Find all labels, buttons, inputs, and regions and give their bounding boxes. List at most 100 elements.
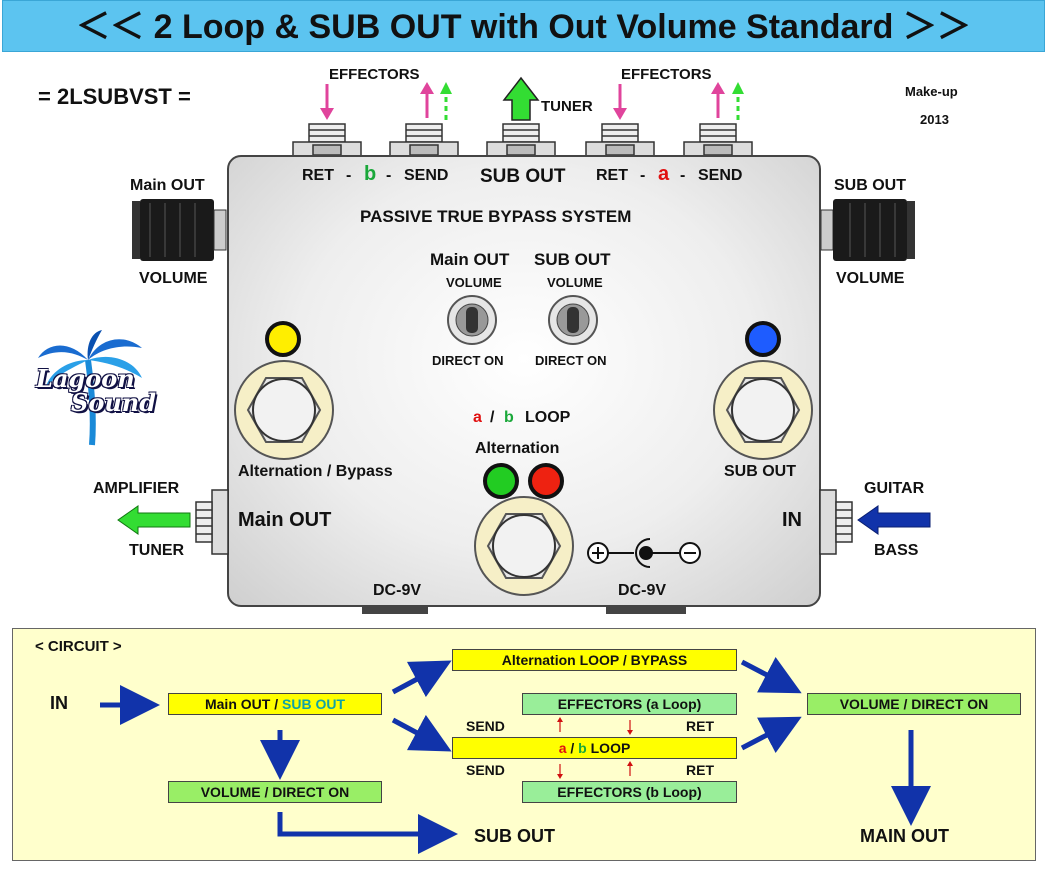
toggle-switch-sub-out[interactable] <box>548 295 598 345</box>
arrow-to-sub-out <box>277 812 458 854</box>
send-label-2: SEND <box>466 762 505 778</box>
jack-ret-a <box>585 123 655 157</box>
footswitch-left-label: Alternation / Bypass <box>238 463 393 480</box>
amplifier-label: AMPLIFIER <box>93 480 180 497</box>
model-code: = 2LSUBVST = <box>38 84 191 109</box>
send-b-label: SEND <box>404 167 449 184</box>
box-main-out-text: Main OUT / <box>204 696 279 712</box>
box-main-sub-out: Main OUT / SUB OUT <box>168 693 382 715</box>
circuit-sub-out-end: SUB OUT <box>474 826 555 846</box>
box-ab-loop: a / b LOOP <box>452 737 737 759</box>
in-jack-label: IN <box>782 509 802 531</box>
jack-sub-out-top <box>486 123 556 157</box>
led-red <box>528 463 564 499</box>
circuit-main-out-end: MAIN OUT <box>860 826 949 846</box>
panel-loop-b: b <box>504 409 514 426</box>
ret-b-label: RET <box>302 167 334 184</box>
box-sub-out-text: SUB OUT <box>282 696 345 712</box>
main-out-jack-label: Main OUT <box>238 509 332 531</box>
arrow-alt-to-volume <box>740 657 802 694</box>
led-yellow <box>265 321 301 357</box>
loop-a-letter: a <box>658 163 670 185</box>
pedal-hardware <box>117 199 931 614</box>
arrow-to-alt <box>391 660 452 698</box>
sub-out-volume-label: SUB OUT <box>834 177 906 194</box>
volume-knob-right[interactable] <box>820 199 915 261</box>
lagoon-sound-logo <box>38 330 142 446</box>
top-arrows <box>292 76 753 157</box>
loop-b-letter: b <box>364 163 377 185</box>
jack-in-side <box>819 489 853 555</box>
arrow-up-dashed-a <box>732 82 744 120</box>
dc-left-label: DC-9V <box>373 582 422 599</box>
guitar-label: GUITAR <box>864 480 925 497</box>
send-label-1: SEND <box>466 718 505 734</box>
dc-polarity-symbol <box>587 538 701 568</box>
main-out-volume-label: Main OUT <box>130 177 205 194</box>
box-volume-direct-left: VOLUME / DIRECT ON <box>168 781 382 803</box>
arrow-up-send-b <box>420 82 434 118</box>
volume-knob-left[interactable] <box>132 199 227 261</box>
arrow-down-ret-a <box>613 84 627 120</box>
tuner-top-label: TUNER <box>541 98 593 115</box>
toggle1-direct: DIRECT ON <box>432 353 504 368</box>
toggle-switch-main-out[interactable] <box>447 295 497 345</box>
arrow-down-ret-b <box>320 84 334 120</box>
volume-left-label: VOLUME <box>139 270 208 287</box>
arrow-up-send-a <box>711 82 725 118</box>
panel-loop-a: a <box>473 409 482 426</box>
box-ab-slash: / <box>570 740 575 756</box>
footswitch-right[interactable] <box>713 360 813 460</box>
led-green <box>483 463 519 499</box>
box-ab-loop-word: LOOP <box>590 740 631 756</box>
circuit-header: < CIRCUIT > <box>35 638 122 655</box>
box-alternation-loop: Alternation LOOP / BYPASS <box>452 649 737 671</box>
dash-a1: - <box>640 167 646 184</box>
box-effectors-b: EFFECTORS (b Loop) <box>522 781 737 803</box>
ret-label-2: RET <box>686 762 714 778</box>
arrow-amplifier-out <box>117 505 191 535</box>
toggle1-volume: VOLUME <box>446 275 502 290</box>
system-label: PASSIVE TRUE BYPASS SYSTEM <box>360 207 632 226</box>
circuit-in: IN <box>50 693 68 713</box>
dc-connector-right <box>606 605 686 614</box>
dash-a2: - <box>680 167 686 184</box>
panel-loop-word: LOOP <box>525 409 571 426</box>
sub-out-top-label: SUB OUT <box>480 166 566 187</box>
effectors-label-left: EFFECTORS <box>329 66 420 83</box>
ret-a-label: RET <box>596 167 628 184</box>
tuner-side-label: TUNER <box>129 542 185 559</box>
volume-right-label: VOLUME <box>836 270 905 287</box>
jack-ret-b <box>292 123 362 157</box>
logo-text-lagoon: Lagoon <box>36 364 135 393</box>
logo-text-sound: Sound <box>71 388 157 417</box>
makeup-year: 2013 <box>920 112 949 127</box>
dash-b2: - <box>386 167 392 184</box>
dc-right-label: DC-9V <box>618 582 667 599</box>
ret-label-1: RET <box>686 718 714 734</box>
send-a-label: SEND <box>698 167 743 184</box>
led-blue <box>745 321 781 357</box>
dc-connector-left <box>362 605 428 614</box>
panel-loop-slash: / <box>490 409 495 426</box>
tuner-up-arrow <box>502 76 540 121</box>
arrow-guitar-in <box>857 505 931 535</box>
jack-main-out-side <box>195 489 229 555</box>
dash-b1: - <box>346 167 352 184</box>
footswitch-left[interactable] <box>234 360 334 460</box>
box-volume-direct-right: VOLUME / DIRECT ON <box>807 693 1021 715</box>
box-ab-a: a <box>558 740 567 756</box>
box-ab-b: b <box>578 740 587 756</box>
page-title: ＜＜ 2 Loop & SUB OUT with Out Volume Stan… <box>2 0 1045 52</box>
arrow-to-ab <box>391 714 452 752</box>
effectors-label-right: EFFECTORS <box>621 66 712 83</box>
toggle1-title: Main OUT <box>430 250 510 269</box>
footswitch-center[interactable] <box>474 496 574 596</box>
jack-send-a <box>683 123 753 157</box>
makeup-label: Make-up <box>905 84 958 99</box>
toggle2-title: SUB OUT <box>534 250 611 269</box>
footswitch-right-label: SUB OUT <box>724 463 796 480</box>
arrow-up-dashed-b <box>440 82 452 120</box>
bass-label: BASS <box>874 542 919 559</box>
toggle2-direct: DIRECT ON <box>535 353 607 368</box>
